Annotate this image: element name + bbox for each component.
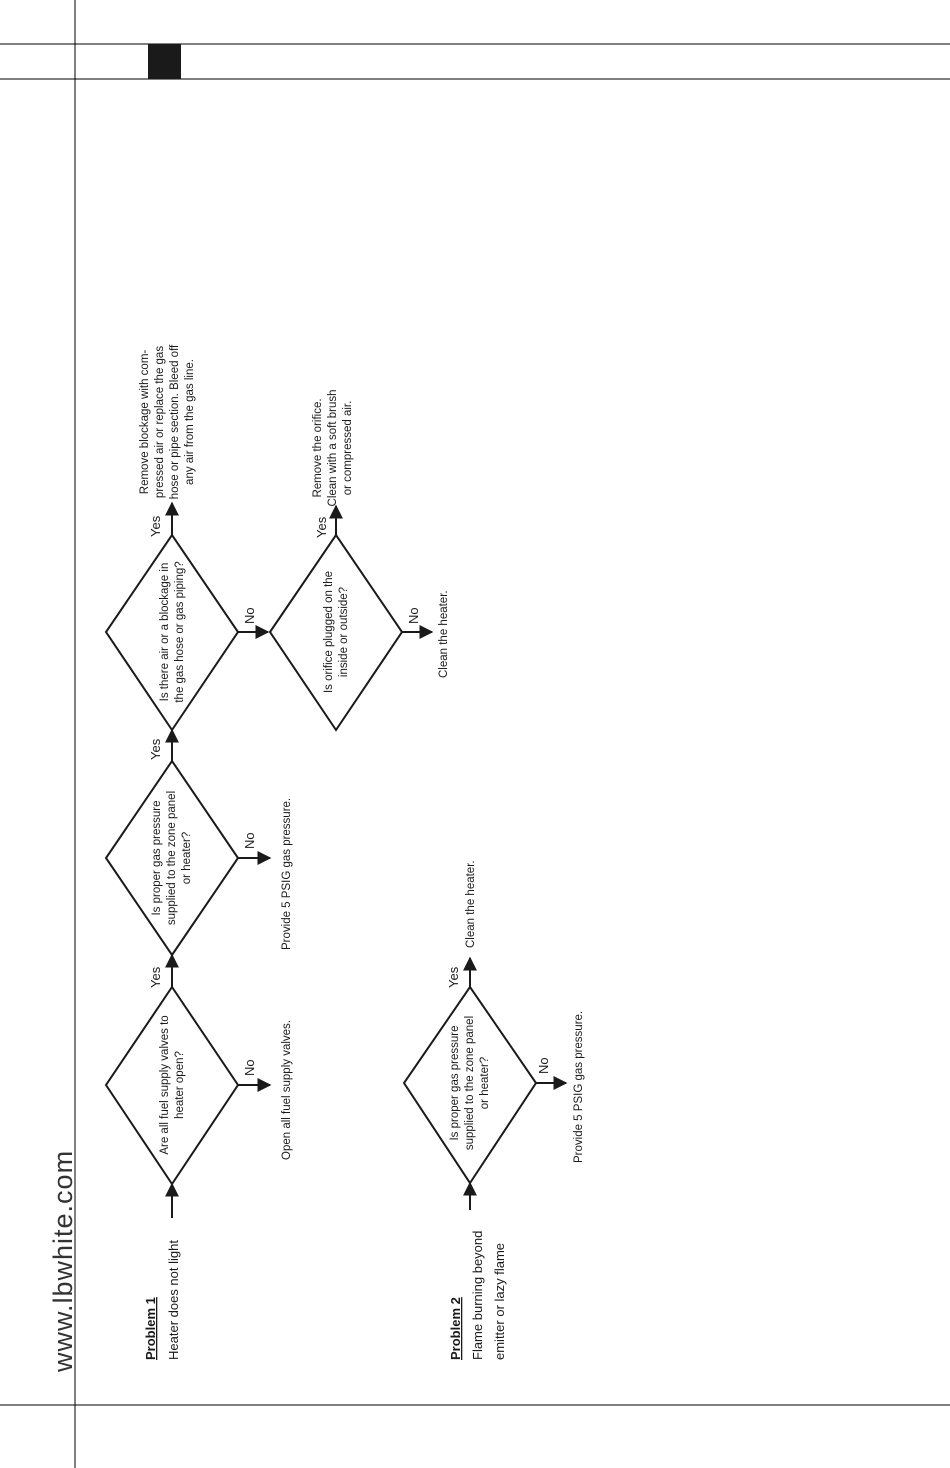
decision-q1-text: Are all fuel supply valves to heater ope… <box>159 1015 186 1154</box>
svg-text:Is there air or a blockage in: Is there air or a blockage in <box>159 563 171 702</box>
svg-text:Is orifice plugged on the: Is orifice plugged on the <box>323 571 335 693</box>
q1-yes-label: Yes <box>148 966 163 988</box>
header-tab-block <box>148 44 181 79</box>
svg-text:Heater does not light: Heater does not light <box>166 1240 181 1360</box>
svg-text:or heater?: or heater? <box>181 832 193 884</box>
problem2-description: Flame burning beyond emitter or lazy fla… <box>470 1231 507 1360</box>
problem2-yes-label: Yes <box>446 966 461 988</box>
svg-text:Problem 2: Problem 2 <box>448 1297 463 1360</box>
q3-yes-label: Yes <box>148 515 163 537</box>
q1-no-action: Open all fuel supply valves. <box>281 1020 293 1160</box>
svg-text:Remove blockage with com-: Remove blockage with com- <box>139 350 151 495</box>
decision-q1-diamond <box>104 985 240 1186</box>
decision-q4-text: Is orifice plugged on the inside or outs… <box>323 571 350 693</box>
problem2-title: Problem 2 <box>448 1297 463 1360</box>
problem2-decision-text: Is proper gas pressure supplied to the z… <box>449 1016 491 1150</box>
q3-no-label: No <box>242 607 257 624</box>
svg-text:emitter or lazy flame: emitter or lazy flame <box>492 1243 507 1360</box>
svg-text:Are all fuel supply valves to: Are all fuel supply valves to <box>159 1015 171 1154</box>
decision-q3-diamond <box>104 533 240 732</box>
decision-q3-text: Is there air or a blockage in the gas ho… <box>159 561 186 702</box>
q3-yes-action: Remove blockage with com- pressed air or… <box>139 344 196 499</box>
svg-text:any air from the gas line.: any air from the gas line. <box>184 359 196 485</box>
q2-no-action: Provide 5 PSIG gas pressure. <box>281 798 293 950</box>
svg-text:Remove the orifice.: Remove the orifice. <box>312 398 324 497</box>
svg-text:Problem 1: Problem 1 <box>143 1297 158 1360</box>
svg-text:supplied to the zone panel: supplied to the zone panel <box>166 791 178 925</box>
problem2-yes-action: Clean the heater. <box>465 860 477 948</box>
q2-yes-label: Yes <box>148 738 163 760</box>
svg-text:Flame burning beyond: Flame burning beyond <box>470 1231 485 1360</box>
decision-q2-text: Is proper gas pressure supplied to the z… <box>151 791 193 925</box>
svg-text:Is proper gas pressure: Is proper gas pressure <box>151 800 163 915</box>
svg-text:hose or pipe section. Bleed of: hose or pipe section. Bleed off <box>169 344 181 499</box>
svg-text:or compressed air.: or compressed air. <box>342 401 354 496</box>
website-url: www.lbwhite.com <box>48 1150 78 1373</box>
q4-no-action: Clean the heater. <box>438 590 450 678</box>
q4-yes-action: Remove the orifice. Clean with a soft br… <box>312 390 354 507</box>
problem2-no-label: No <box>536 1057 551 1074</box>
svg-text:Is proper gas pressure: Is proper gas pressure <box>449 1025 461 1140</box>
svg-text:heater open?: heater open? <box>174 1051 186 1119</box>
svg-text:the gas hose or gas piping?: the gas hose or gas piping? <box>174 561 186 702</box>
svg-text:supplied to the zone panel: supplied to the zone panel <box>464 1016 476 1150</box>
q1-no-label: No <box>242 1059 257 1076</box>
svg-text:or heater?: or heater? <box>479 1057 491 1109</box>
q4-no-label: No <box>406 607 421 624</box>
svg-text:inside or outside?: inside or outside? <box>338 587 350 677</box>
problem1-description: Heater does not light <box>166 1240 181 1360</box>
svg-text:Clean with a soft brush: Clean with a soft brush <box>327 390 339 507</box>
q2-no-label: No <box>242 832 257 849</box>
svg-text:pressed air or replace the gas: pressed air or replace the gas <box>154 346 166 498</box>
problem1-title: Problem 1 <box>143 1297 158 1360</box>
problem2-no-action: Provide 5 PSIG gas pressure. <box>573 1011 585 1163</box>
q4-yes-label: Yes <box>314 516 329 538</box>
decision-q4-diamond <box>268 533 404 732</box>
